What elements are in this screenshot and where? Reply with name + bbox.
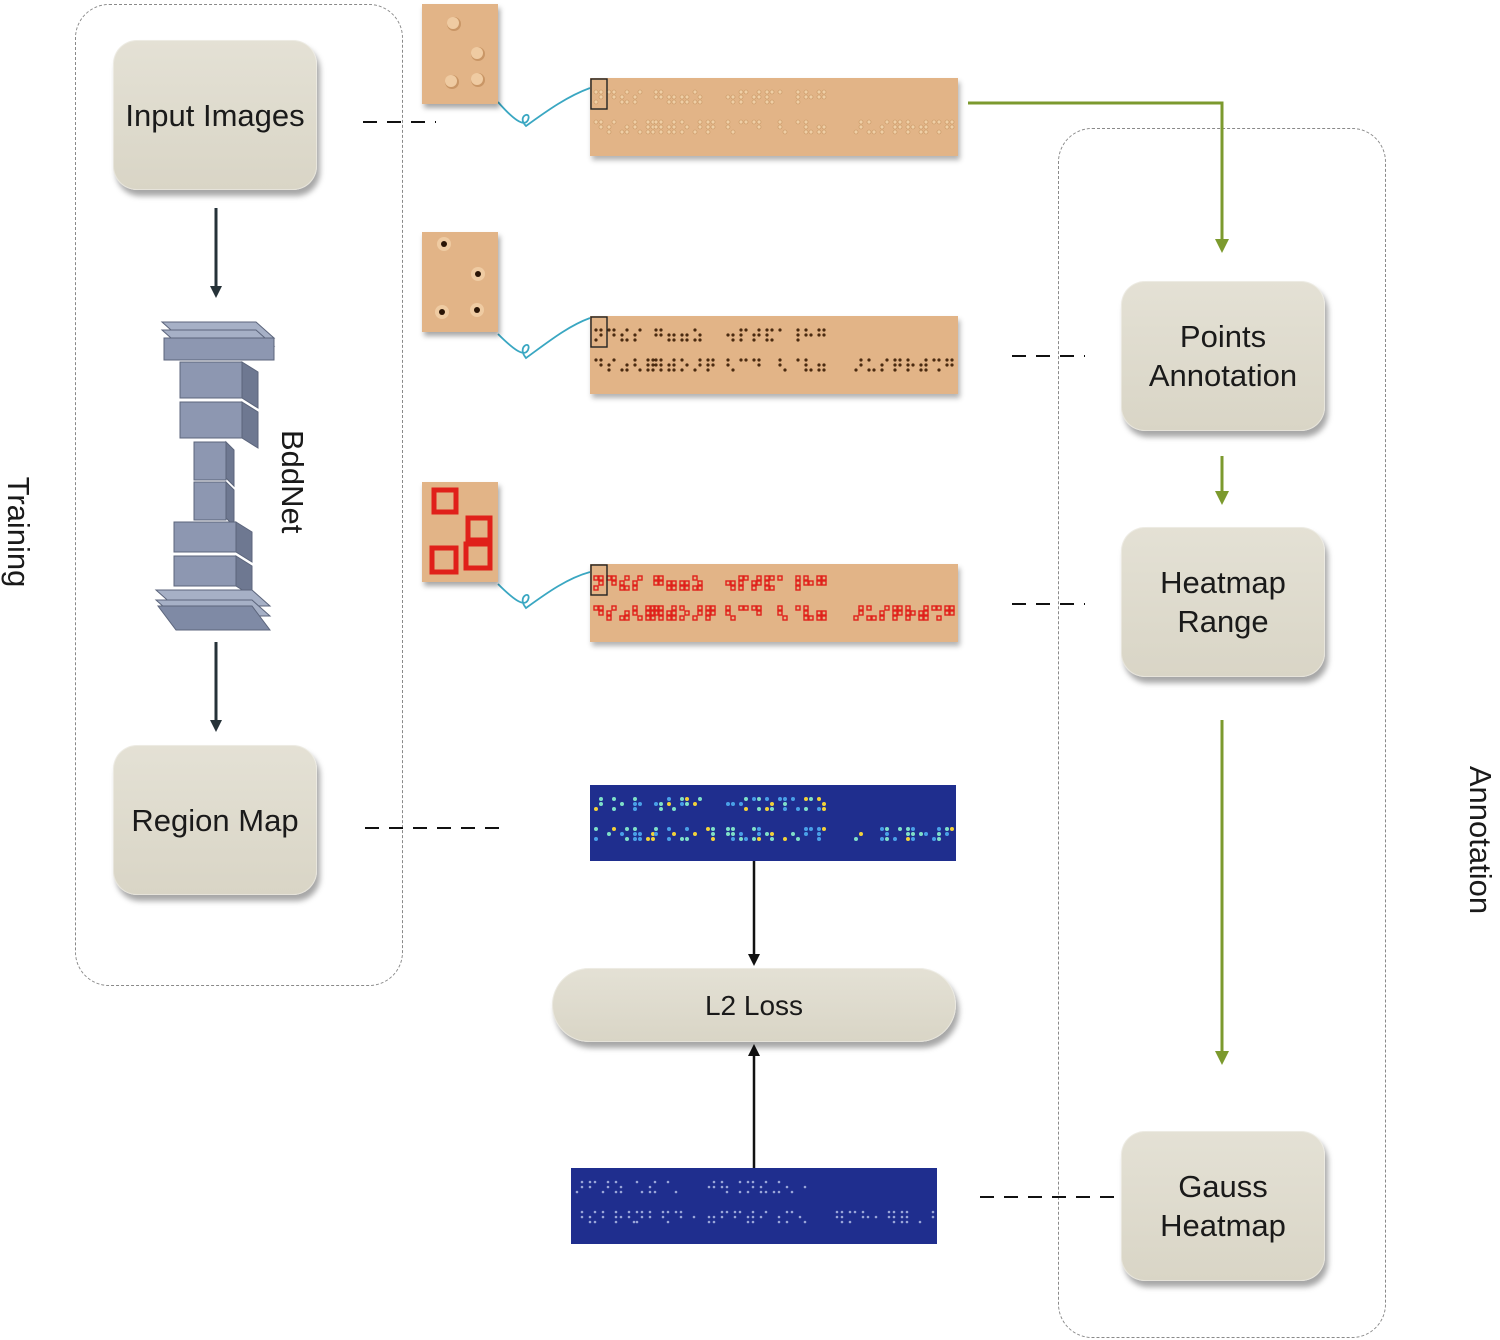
- region-map-heatmap: [590, 785, 956, 861]
- training-group: [75, 4, 403, 986]
- gauss-heatmap-image: [571, 1168, 937, 1244]
- region-map-label: Region Map: [131, 802, 299, 838]
- points-annotation-node[interactable]: Points Annotation: [1121, 281, 1325, 431]
- input-images-node[interactable]: Input Images: [113, 40, 317, 190]
- l2-loss-label: L2 Loss: [704, 989, 804, 1021]
- thumbnail-raw-cell: [422, 4, 498, 104]
- gauss-heatmap-node[interactable]: Gauss Heatmap: [1121, 1131, 1325, 1281]
- thumbnail-points-cell: [422, 232, 498, 332]
- gauss-heatmap-label-line2: Heatmap: [1160, 1208, 1286, 1243]
- zoom-connector-2: [497, 317, 591, 360]
- heatmap-range-node[interactable]: Heatmap Range: [1121, 527, 1325, 677]
- heatmap-range-label-line2: Range: [1177, 604, 1269, 639]
- braille-strip-input: [590, 78, 958, 156]
- edge-image-to-points: [968, 101, 1229, 253]
- braille-strip-points: [590, 316, 958, 394]
- thumbnail-range-cell: [422, 482, 498, 582]
- zoom-connector-1: [497, 87, 591, 128]
- points-annotation-label-line1: Points: [1179, 319, 1267, 354]
- braille-strip-range: [590, 564, 958, 642]
- heatmap-range-label-line1: Heatmap: [1160, 565, 1286, 600]
- l2-loss-node[interactable]: L2 Loss: [552, 968, 956, 1042]
- region-map-node[interactable]: Region Map: [113, 745, 317, 895]
- zoom-connector-3: [497, 571, 591, 610]
- points-annotation-label-line2: Annotation: [1148, 358, 1298, 393]
- bddnet-label: BddNet: [275, 430, 310, 534]
- gauss-heatmap-label-line1: Gauss: [1178, 1169, 1268, 1204]
- input-images-label: Input Images: [125, 97, 305, 133]
